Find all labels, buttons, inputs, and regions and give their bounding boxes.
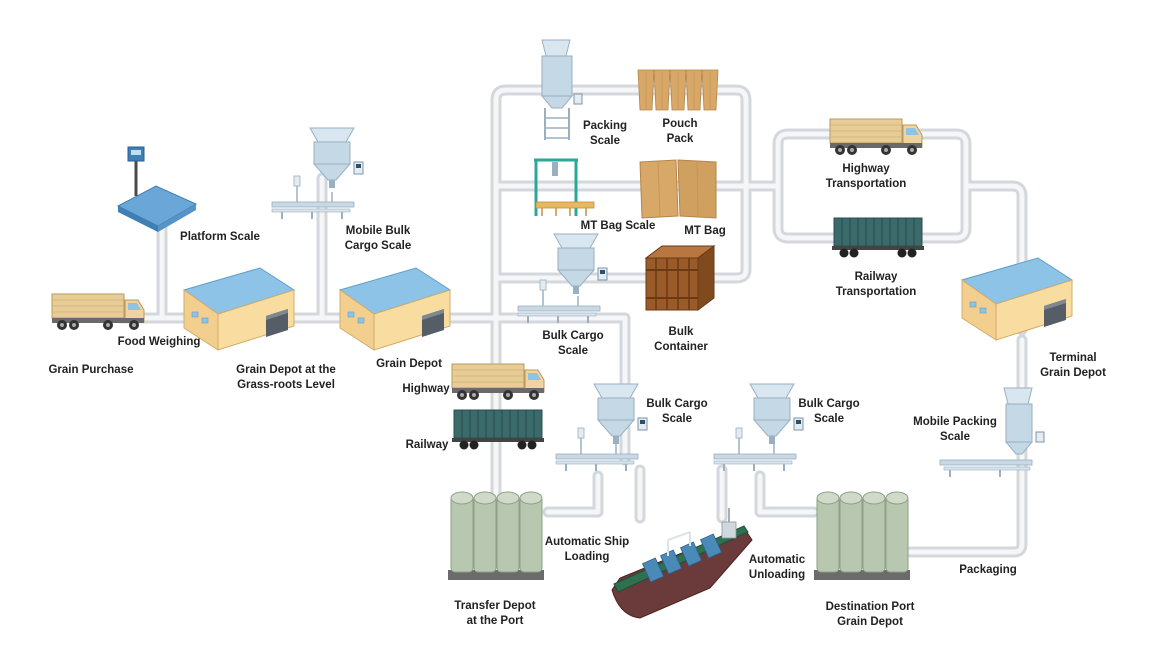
pouch-pack-icon: [637, 69, 719, 111]
mobile-bulk-cargo-scale-icon: [271, 127, 364, 220]
label-grain-depot: Grain Depot: [376, 358, 442, 370]
truck-highway-transportation: [829, 118, 923, 156]
label-mt-bag-scale: MT Bag Scale: [580, 220, 656, 232]
bulk-container-icon: [644, 245, 716, 311]
bulk-cargo-scale-left-icon: [555, 383, 648, 472]
label-highway: Highway: [402, 383, 450, 395]
label-mt-bag: MT Bag: [684, 225, 726, 237]
label-grain-purchase: Grain Purchase: [48, 364, 134, 376]
truck-grain-purchase: [51, 293, 145, 331]
label-railway: Railway: [405, 439, 449, 451]
pipe-network: [114, 84, 1028, 558]
mobile-packing-scale-icon: [939, 387, 1045, 477]
bulk-cargo-scale-right-icon: [713, 383, 804, 472]
platform-scale-icon: [116, 146, 198, 232]
terminal-grain-depot-building: [961, 257, 1073, 341]
cargo-ship-icon: [611, 508, 753, 619]
label-packaging: Packaging: [959, 564, 1017, 576]
mt-bag-icon: [639, 159, 717, 219]
label-food-weighing: Food Weighing: [117, 336, 201, 348]
packing-scale-icon: [540, 39, 583, 140]
railcar-railway-transportation: [831, 217, 925, 258]
destination-depot-silos: [813, 491, 911, 581]
label-platform-scale: Platform Scale: [180, 231, 260, 243]
transfer-depot-silos: [447, 491, 545, 581]
grain-depot-building: [339, 267, 451, 351]
mt-bag-scale-icon: [534, 158, 595, 216]
